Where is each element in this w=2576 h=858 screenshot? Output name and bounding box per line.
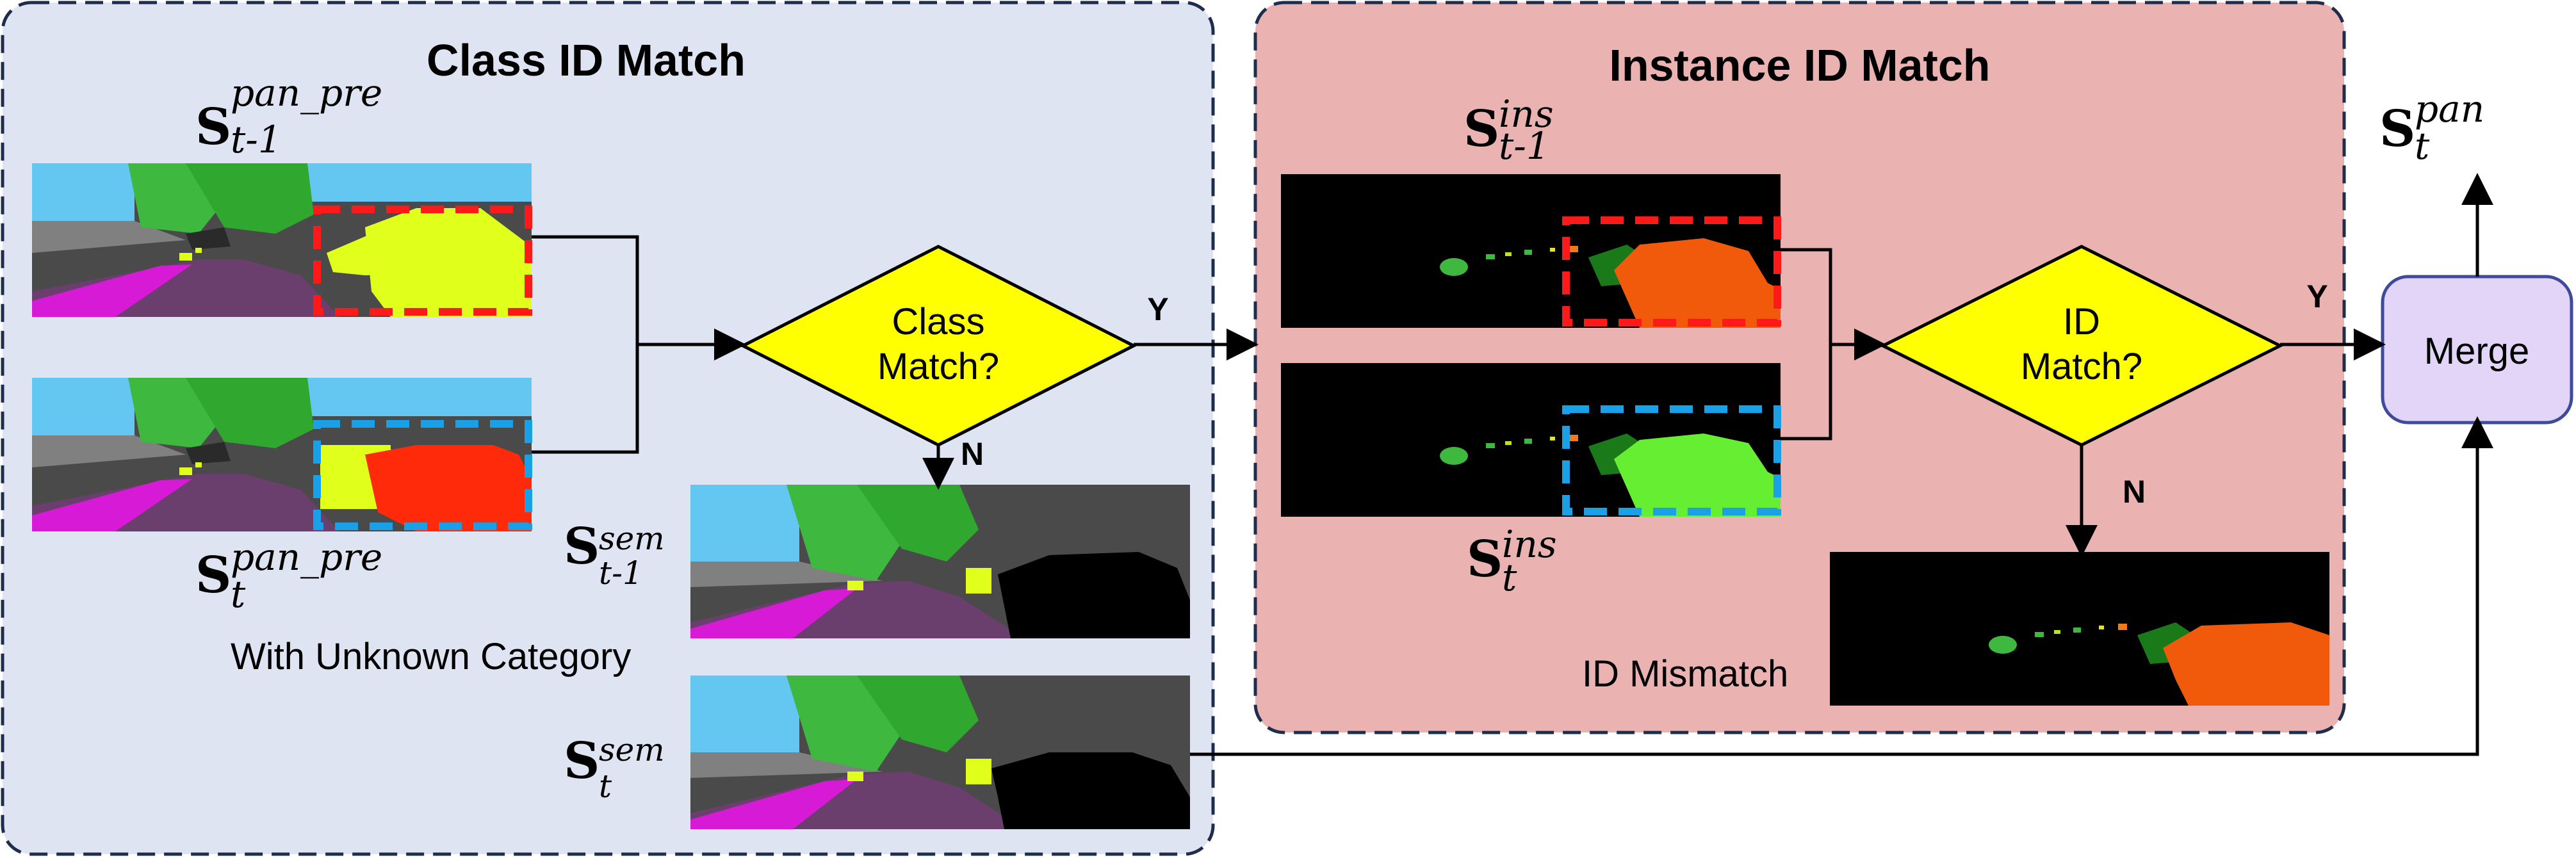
instance-connectors: [1781, 173, 2493, 557]
svg-text:S: S: [2379, 100, 2415, 158]
instance-panel-title: Instance ID Match: [1609, 40, 1990, 90]
svg-text:pan: pan: [2415, 87, 2484, 131]
svg-text:S: S: [1463, 100, 1499, 158]
svg-text:t-1: t-1: [1499, 124, 1550, 168]
svg-text:t: t: [599, 768, 612, 805]
svg-text:sem: sem: [599, 731, 665, 768]
class-yes-label: Y: [1147, 291, 1168, 327]
svg-text:S: S: [564, 732, 599, 790]
id-yes-label: Y: [2306, 279, 2327, 314]
svg-text:t-1: t-1: [599, 554, 643, 592]
class-no-label: N: [961, 436, 984, 472]
id-no-label: N: [2123, 474, 2146, 510]
prev-instance-thumbnail: [1281, 174, 1781, 328]
symbol-prev-panoptic: S pan_pre t-1: [195, 71, 382, 161]
unknown-category-label: With Unknown Category: [231, 636, 631, 677]
svg-text:S: S: [1467, 530, 1503, 588]
cur-panoptic-thumbnail: [32, 378, 532, 531]
symbol-output-panoptic: S pan t: [2379, 87, 2484, 168]
cur-semantic-thumbnail: [690, 676, 1190, 829]
svg-text:S: S: [195, 546, 231, 604]
mismatch-instance-thumbnail: [1830, 552, 2329, 706]
prev-semantic-thumbnail: [690, 485, 1190, 638]
class-connectors: [532, 235, 2493, 756]
prev-panoptic-thumbnail: [32, 163, 532, 317]
symbol-cur-panoptic: S pan_pre t: [195, 535, 382, 616]
symbol-prev-semantic: S sem t-1: [564, 517, 665, 592]
svg-text:t: t: [231, 572, 246, 616]
svg-text:Match?: Match?: [877, 346, 999, 387]
class-panel-title: Class ID Match: [427, 35, 746, 85]
symbol-prev-instance: S ins t-1: [1463, 92, 1554, 168]
svg-text:ins: ins: [1502, 522, 1557, 566]
svg-text:t-1: t-1: [231, 118, 282, 161]
svg-text:ins: ins: [1499, 92, 1554, 136]
svg-text:Match?: Match?: [2021, 346, 2142, 387]
svg-text:S: S: [564, 517, 599, 576]
symbol-cur-instance: S ins t: [1467, 522, 1557, 599]
svg-text:t: t: [1502, 556, 1517, 599]
svg-text:S: S: [195, 98, 231, 156]
svg-text:ID: ID: [2063, 301, 2100, 343]
cur-instance-thumbnail: [1281, 363, 1781, 517]
svg-text:sem: sem: [599, 520, 665, 557]
svg-text:t: t: [2415, 124, 2430, 168]
merge-box: Merge: [2381, 275, 2573, 425]
svg-text:Merge: Merge: [2424, 330, 2529, 372]
svg-text:pan_pre: pan_pre: [231, 71, 382, 115]
svg-text:pan_pre: pan_pre: [231, 535, 382, 579]
svg-text:Class: Class: [892, 301, 984, 343]
id-mismatch-label: ID Mismatch: [1582, 653, 1788, 695]
symbol-cur-semantic: S sem t: [564, 731, 665, 805]
